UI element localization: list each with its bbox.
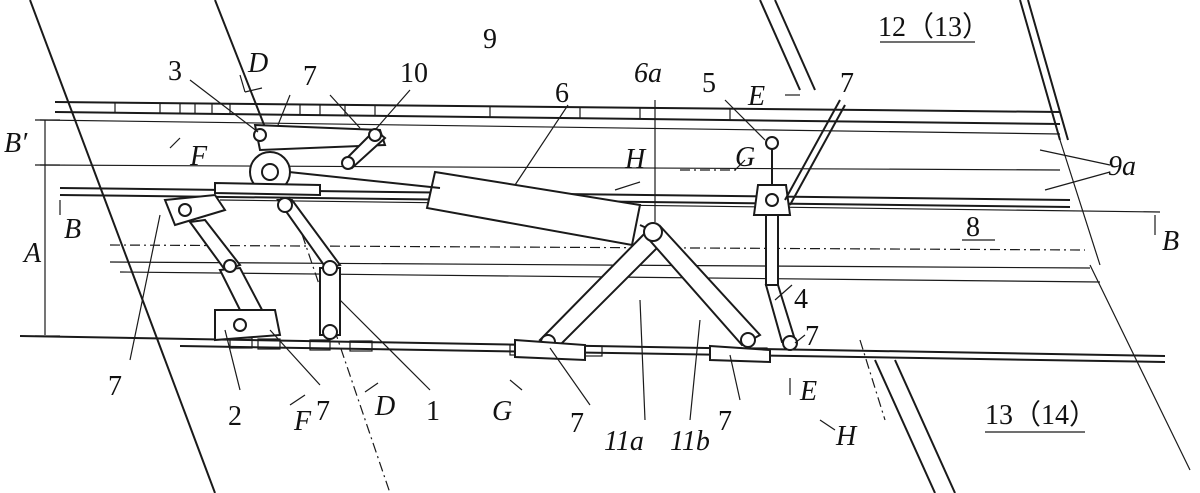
scissor-arm-11a <box>538 226 667 352</box>
label-11a: 11a <box>604 426 644 457</box>
pin-link-5-mid <box>765 193 779 207</box>
label-9: 9 <box>483 24 497 55</box>
leader-7-right-1 <box>784 99 841 201</box>
label-g-top: G <box>735 142 755 173</box>
label-3: 3 <box>168 56 182 87</box>
pin-link-2-top <box>178 203 192 217</box>
pin-link-4-bottom <box>782 335 798 351</box>
label-f-top: F <box>189 141 208 172</box>
pin-upper-right <box>368 128 382 142</box>
label-13-14: 13（14） <box>985 399 1097 431</box>
right-wall-mid <box>1059 139 1101 266</box>
label-2: 2 <box>228 401 242 432</box>
right-post-left <box>759 0 801 91</box>
left-inner-line-upper <box>214 0 271 141</box>
pin-link-2-bottom <box>233 318 247 332</box>
actuator-cylinder <box>425 170 642 247</box>
base-bracket-3 <box>214 181 321 197</box>
scissor-arm-11b <box>643 224 762 347</box>
label-7-d: 7 <box>108 371 122 402</box>
pivot-6a <box>643 222 663 242</box>
link-4-lower <box>764 284 797 344</box>
pivot-3-inner <box>261 163 279 181</box>
label-11b: 11b <box>670 426 710 457</box>
leader-7-right-2 <box>789 104 846 206</box>
lower-right-line-1 <box>874 359 936 493</box>
pin-link-5-top <box>765 136 779 150</box>
upper-plate-top-edge <box>54 101 1061 113</box>
lower-rail-upper <box>109 261 1091 269</box>
label-7-c: 7 <box>805 321 819 352</box>
pin-link-1-mid <box>322 260 338 276</box>
pin-11b-base <box>740 332 756 348</box>
upper-plate-rail <box>39 119 1061 135</box>
mid-centerline <box>109 244 1086 251</box>
label-7-a: 7 <box>303 61 317 92</box>
label-8: 8 <box>966 212 980 243</box>
upper-plate-segments <box>114 103 731 120</box>
right-wall-upper-1 <box>1019 0 1061 141</box>
lower-plate-bottom-edge <box>179 345 1166 363</box>
section-arrows <box>59 74 1156 431</box>
label-4: 4 <box>794 284 808 315</box>
pin-link-1-bottom <box>322 324 338 340</box>
pin-link-2-mid <box>223 259 237 273</box>
label-7-f: 7 <box>570 408 584 439</box>
actuator-rod <box>269 169 441 189</box>
right-wall-upper-2 <box>1027 0 1069 141</box>
label-d-top: D <box>247 48 268 79</box>
left-boundary-line <box>29 0 216 493</box>
label-a: A <box>22 238 42 269</box>
bracket-11a <box>514 338 586 362</box>
label-12-13: 12（13） <box>878 11 990 43</box>
label-d-bottom: D <box>374 391 395 422</box>
right-wall-lower <box>1089 264 1191 471</box>
label-5: 5 <box>702 68 716 99</box>
label-f-bottom: F <box>293 406 312 437</box>
label-10: 10 <box>400 58 428 89</box>
pin-link-10 <box>341 156 355 170</box>
link-2-head <box>163 193 227 227</box>
label-b-left: B <box>64 214 81 245</box>
link-2-base <box>214 309 282 342</box>
section-line-b <box>219 199 1161 213</box>
link-2-upper <box>188 218 242 272</box>
label-g-bottom: G <box>492 396 512 427</box>
label-h-top: H <box>624 144 647 175</box>
upper-plate-bottom-edge <box>54 111 1061 125</box>
label-b-prime: B′ <box>4 128 28 159</box>
label-e-bottom: E <box>799 376 817 407</box>
label-h-bottom: H <box>835 421 858 452</box>
link-4-upper <box>765 214 779 286</box>
lower-right-line-2 <box>894 359 956 493</box>
right-post-right <box>774 0 816 91</box>
h-section-dashline <box>859 339 886 421</box>
pin-link-1-top <box>277 197 293 213</box>
leader-lines <box>129 79 1111 421</box>
pin-upper-left <box>253 128 267 142</box>
label-7-e: 7 <box>316 396 330 427</box>
label-7-g: 7 <box>718 406 732 437</box>
label-b-right: B <box>1162 226 1179 257</box>
label-e-top: E <box>747 81 765 112</box>
bracket-11b <box>709 344 771 364</box>
label-7-b: 7 <box>840 68 854 99</box>
label-1: 1 <box>426 396 440 427</box>
rail-b-prime <box>39 164 1061 171</box>
label-6a: 6a <box>634 58 662 89</box>
label-9a: 9a <box>1108 151 1136 182</box>
label-6: 6 <box>555 78 569 109</box>
